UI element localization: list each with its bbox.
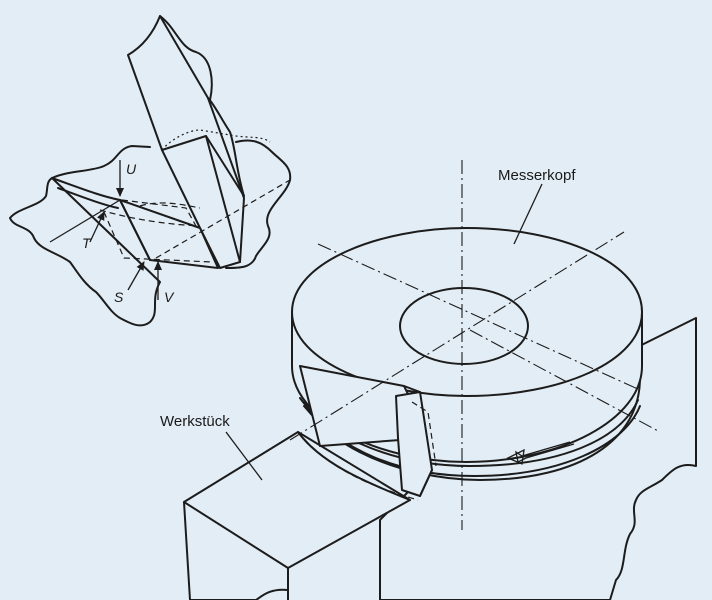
force-s-label: S	[114, 289, 124, 305]
workpiece-leader	[225, 431, 263, 481]
force-t-arrow	[89, 211, 105, 243]
workpiece-label: Werkstück	[160, 413, 230, 430]
centerline-diagonal-a	[317, 243, 641, 391]
cutter-head	[225, 160, 661, 530]
cutter-head-leader	[513, 183, 543, 245]
rotation-arrow	[515, 441, 575, 463]
force-s-arrow	[127, 261, 145, 291]
force-u-label: U	[126, 161, 137, 177]
tooth-detail-inset: U T S V	[9, 15, 292, 327]
force-t-label: T	[82, 235, 92, 251]
cutter-hub	[399, 287, 529, 365]
force-v-label: V	[164, 289, 175, 305]
centerline-diagonal-b	[289, 231, 625, 441]
cutter-head-label: Messerkopf	[498, 167, 576, 184]
